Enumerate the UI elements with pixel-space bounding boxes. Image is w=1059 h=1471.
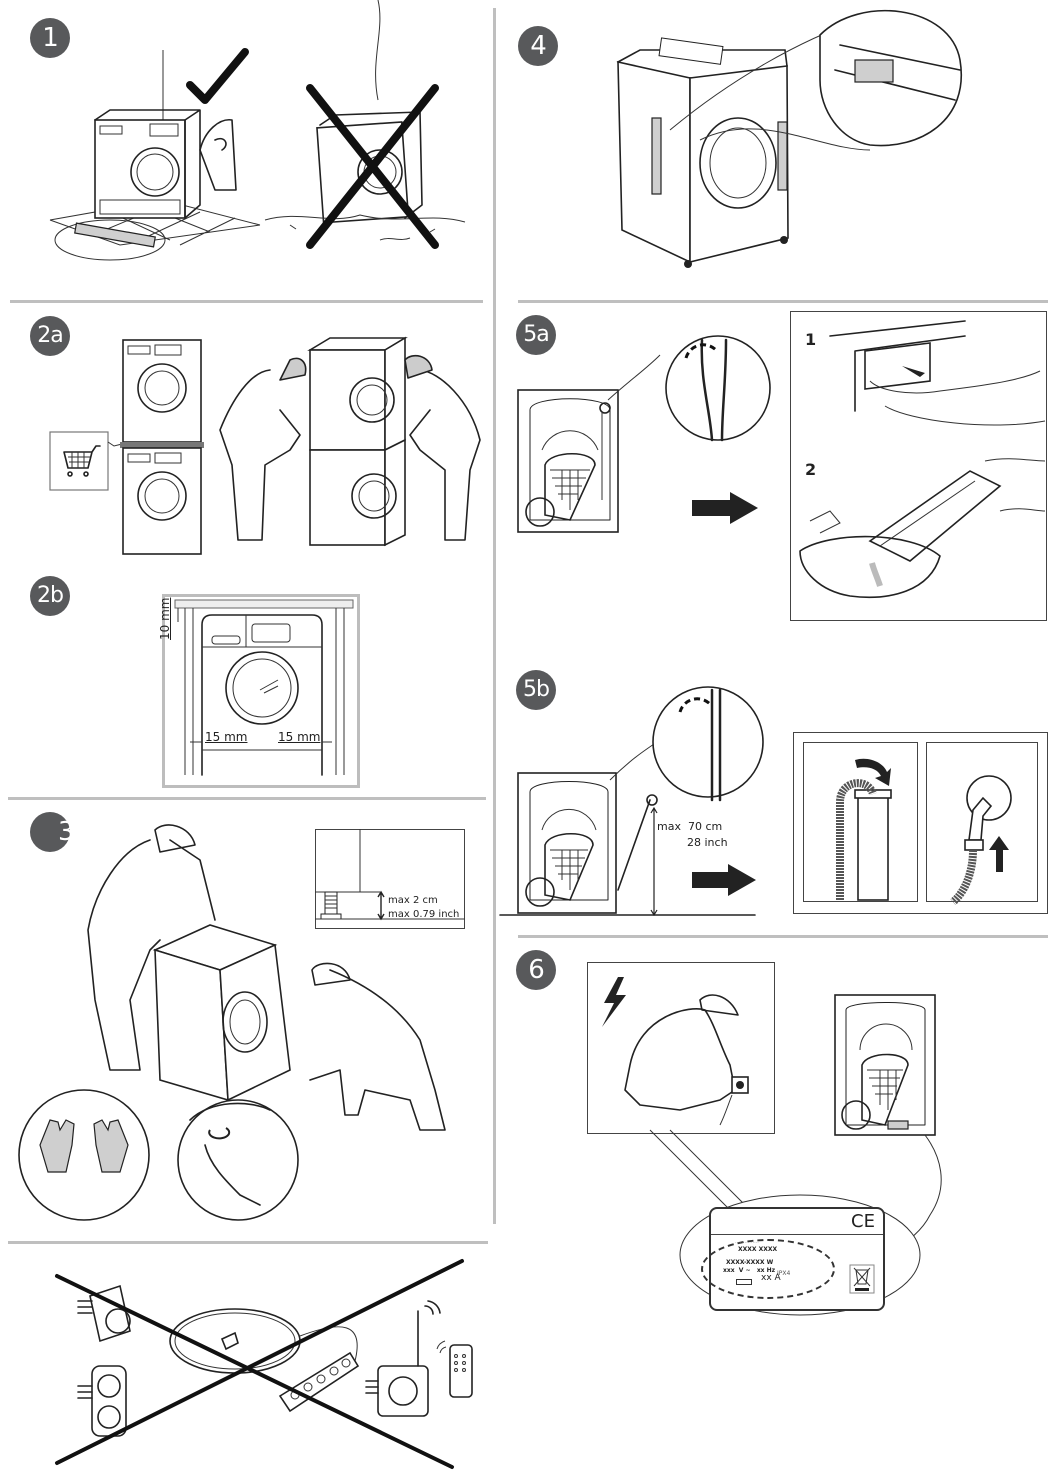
- arrow-right-icon: [692, 864, 756, 896]
- rating-plate-highlight: [701, 1239, 835, 1299]
- step-badge-4: 4: [518, 26, 558, 66]
- rating-power: XXXX-XXXX W: [726, 1259, 774, 1266]
- step-3-illustration: [18, 824, 446, 1221]
- divider-5: [518, 935, 1048, 938]
- divider-4: [518, 300, 1048, 303]
- niche-frame: [162, 594, 360, 788]
- check-mark-icon: [186, 48, 249, 104]
- rating-dotted-line: ...............: [735, 1239, 759, 1245]
- cross-mark-icon: [306, 84, 439, 249]
- column-divider: [493, 8, 496, 1224]
- step-4-illustration: [616, 9, 963, 268]
- divider-3: [8, 1241, 488, 1244]
- step-badge-3: [30, 812, 70, 852]
- arrow-right-icon: [692, 492, 758, 524]
- clearance-top-label: 10 mm: [158, 597, 172, 640]
- fuse-icon: [736, 1279, 752, 1285]
- foot-inset-drawing: [315, 829, 465, 921]
- step-badge-1: 1: [30, 18, 70, 58]
- step-5b-illustration: [499, 686, 764, 917]
- lightning-bolt-icon: [602, 977, 626, 1027]
- adapters-illustration: [55, 1259, 473, 1469]
- rating-plate: CE ............... XXXX XXXX XXXX-XXXX W…: [701, 1207, 885, 1311]
- step-2a-illustration: [49, 336, 481, 555]
- rating-plate-divider: [711, 1234, 883, 1235]
- step-badge-5a: 5a: [516, 315, 556, 355]
- step-badge-5b: 5b: [516, 670, 556, 710]
- shopping-cart-icon: [63, 445, 101, 477]
- cross-mark-icon: [55, 1259, 464, 1469]
- foot-limit-imperial: max 0.79 inch: [388, 909, 460, 920]
- sub-step-2-label: 2: [805, 460, 817, 479]
- foot-height-inset: [315, 829, 465, 929]
- step-2b-illustration: [174, 599, 354, 776]
- rating-model: XXXX XXXX: [738, 1246, 778, 1253]
- gloves-icon: [39, 1119, 129, 1173]
- drain-height-metric: max 70 cm: [657, 820, 723, 833]
- step-1-illustration: [49, 0, 466, 261]
- drain-height-imperial: 28 inch: [687, 836, 728, 849]
- step-badge-2a: 2a: [30, 316, 70, 356]
- condensate-container-drawing: [799, 320, 1046, 598]
- foot-limit-metric: max 2 cm: [388, 895, 438, 906]
- step-badge-6: 6: [516, 950, 556, 990]
- clearance-right-label: 15 mm: [278, 730, 321, 744]
- crossed-out-bin-icon: [849, 1264, 875, 1294]
- divider-1: [10, 300, 483, 303]
- step-badge-2b: 2b: [30, 576, 70, 616]
- ce-mark: CE: [851, 1211, 875, 1232]
- step-5a-illustration: [517, 335, 771, 533]
- sub-step-1-label: 1: [805, 330, 817, 349]
- rating-ip: IPX4: [777, 1270, 791, 1277]
- drain-options-drawing: [836, 758, 1012, 906]
- rating-fuse: xx A: [761, 1273, 781, 1283]
- electrical-warning-panel: [587, 962, 775, 1134]
- rating-voltage: xxx V ~ xx Hz: [723, 1267, 776, 1274]
- step-badge-3-number: 3: [58, 817, 75, 847]
- divider-2: [8, 797, 486, 800]
- clearance-left-label: 15 mm: [205, 730, 248, 744]
